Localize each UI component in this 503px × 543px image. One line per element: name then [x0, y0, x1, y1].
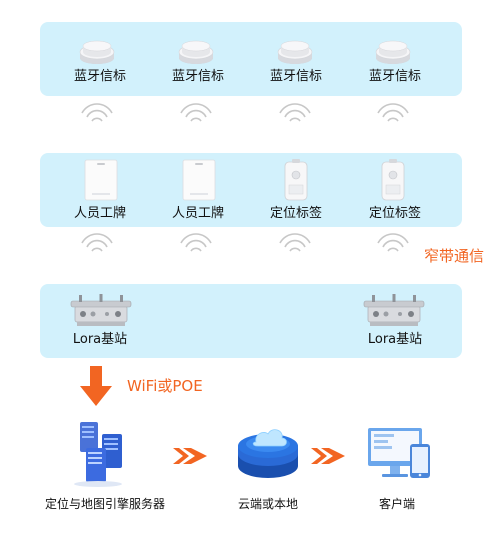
down-arrow-icon [80, 366, 112, 406]
wifi-signal-icon [279, 233, 311, 252]
cloud-label: 云端或本地 [237, 497, 298, 511]
lora-label-1: Lora基站 [72, 332, 128, 347]
beacon-label-4: 蓝牙信标 [368, 69, 421, 84]
signal-row-1 [81, 103, 409, 122]
wifi-signal-icon [279, 103, 311, 122]
right-arrow-icon [173, 448, 207, 464]
wifi-signal-icon [81, 233, 113, 252]
beacon-icons [79, 40, 411, 65]
badge-icon [182, 159, 216, 201]
server-icon [74, 422, 122, 487]
wifi-signal-icon [377, 233, 409, 252]
badge-icon [84, 159, 118, 201]
tag-label-1: 定位标签 [269, 206, 322, 221]
wifi-signal-icon [180, 233, 212, 252]
beacon-label-1: 蓝牙信标 [73, 69, 126, 84]
cloud-database-icon [238, 429, 298, 478]
badge-label-1: 人员工牌 [73, 206, 126, 221]
beacon-label-3: 蓝牙信标 [269, 69, 322, 84]
wifi-signal-icon [81, 103, 113, 122]
right-arrow-icon [311, 448, 345, 464]
narrowband-note: 窄带通信 [424, 247, 485, 265]
lora-base-station-icon [363, 293, 425, 327]
beacon-icon [375, 40, 411, 65]
lora-label-2: Lora基站 [367, 332, 423, 347]
location-tag-icon [381, 158, 405, 201]
wifi-signal-icon [377, 103, 409, 122]
badge-label-2: 人员工牌 [171, 206, 224, 221]
beacon-icon [79, 40, 115, 65]
wifi-poe-note: WiFi或POE [127, 377, 203, 395]
beacon-icon [277, 40, 313, 65]
server-label: 定位与地图引擎服务器 [44, 497, 165, 511]
lora-base-station-icon [70, 293, 132, 327]
beacon-label-2: 蓝牙信标 [171, 69, 224, 84]
location-tag-icon [284, 158, 308, 201]
client-computer-icon [368, 428, 430, 478]
tag-label-2: 定位标签 [368, 206, 421, 221]
wifi-signal-icon [180, 103, 212, 122]
beacon-icon [178, 40, 214, 65]
client-label: 客户端 [378, 497, 415, 511]
